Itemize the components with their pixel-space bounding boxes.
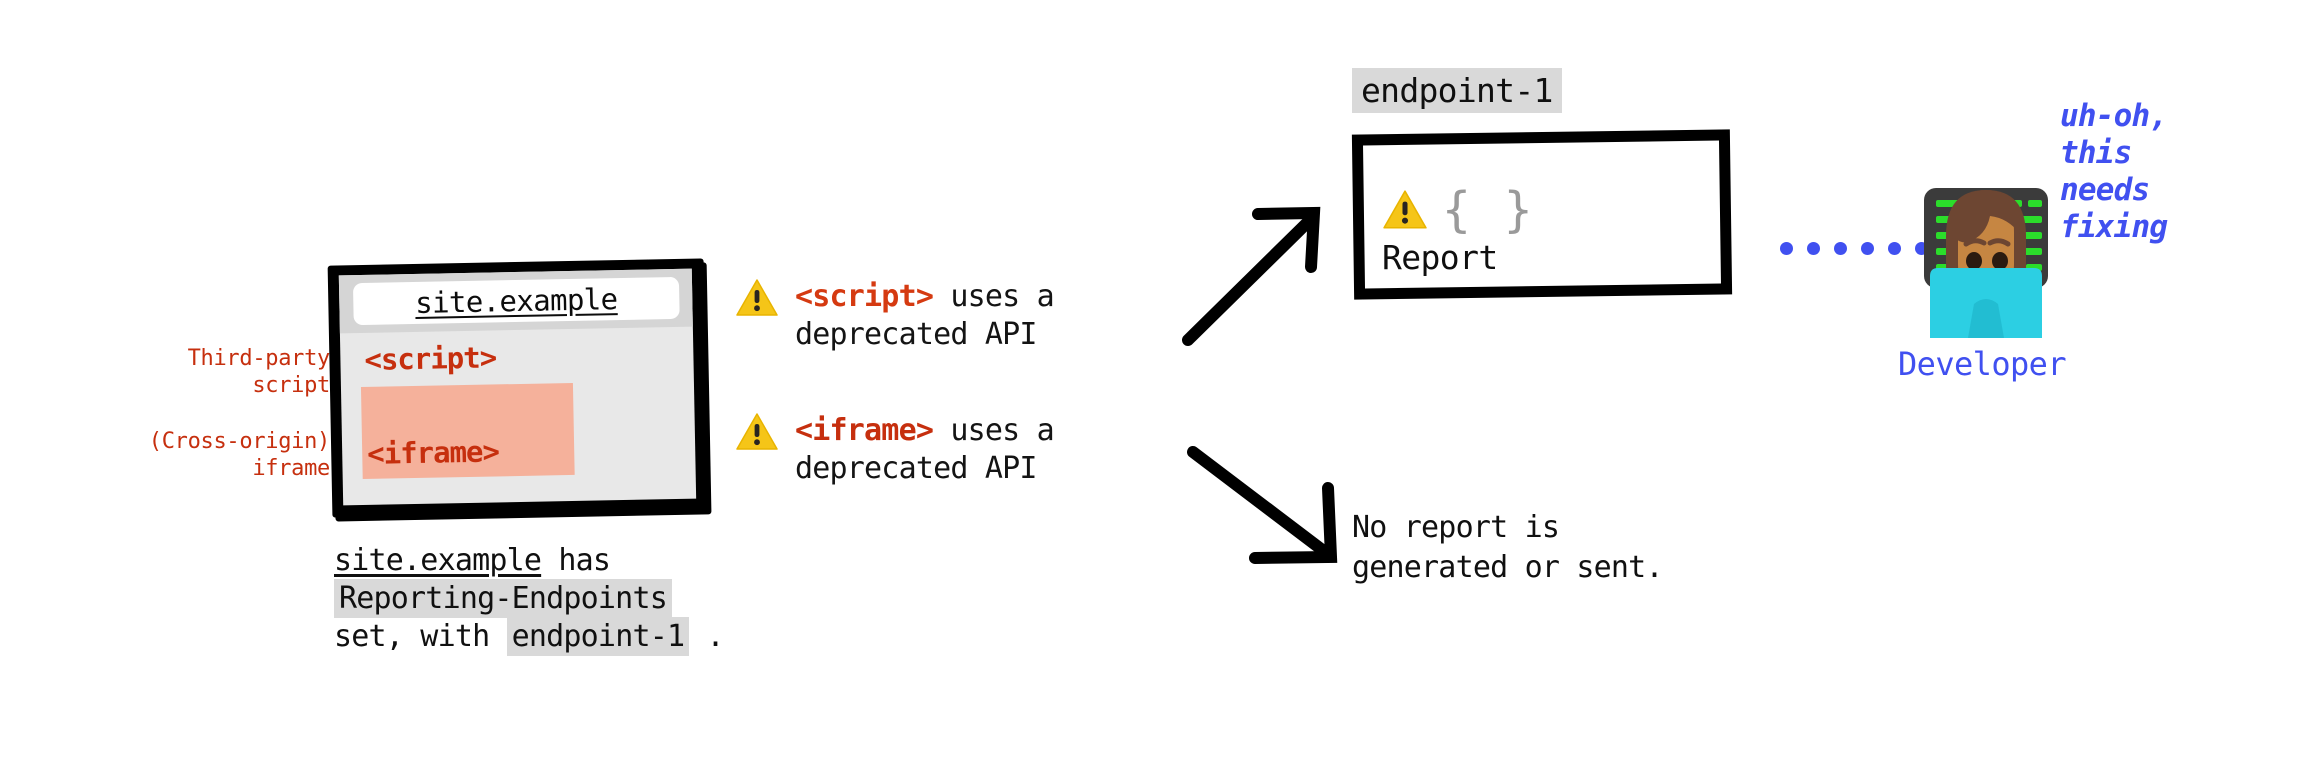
arrow-down-to-no-report	[1187, 446, 1338, 564]
json-braces-icon: { }	[1442, 182, 1535, 238]
iframe-highlight-block: <iframe>	[360, 382, 575, 479]
developer-speech: uh-oh, this needs fixing	[2060, 98, 2168, 245]
browser-chrome-bar: site.example	[338, 268, 693, 334]
code-line-iframe: <iframe>	[366, 434, 500, 471]
connector-dot	[1861, 242, 1874, 255]
connector-dot	[1888, 242, 1901, 255]
code-line-script: <script>	[364, 340, 497, 377]
caption-line-2: Reporting-Endpoints	[334, 579, 894, 618]
caption-endpoint-chip: endpoint-1	[506, 617, 690, 656]
browser-viewport: site.example <script> <iframe>	[338, 268, 697, 506]
caption-line-1: site.example has	[334, 542, 894, 580]
report-icon-row: { }	[1382, 182, 1642, 238]
warning-rest-script: uses a deprecated API	[795, 279, 1055, 352]
caption-header-chip: Reporting-Endpoints	[334, 579, 672, 618]
caption-site-origin: site.example	[334, 543, 542, 578]
connector-dot	[1807, 242, 1820, 255]
arrow-up-to-report	[1182, 206, 1321, 346]
report-label: Report	[1382, 238, 1498, 277]
warning-row-script: <script> uses a deprecated API	[735, 278, 1055, 354]
connector-dot	[1834, 242, 1847, 255]
woman-technologist-emoji	[1924, 188, 2048, 338]
warning-tag-iframe: <iframe>	[795, 413, 934, 448]
annotation-cross-origin-iframe: (Cross-origin) iframe	[148, 429, 331, 481]
developer-label: Developer	[1898, 345, 2067, 383]
endpoint-name-chip: endpoint-1	[1352, 68, 1562, 113]
caption-period: .	[689, 619, 725, 654]
report-box-content: { } Report	[1382, 182, 1642, 277]
warning-rest-iframe: uses a deprecated API	[795, 413, 1055, 486]
caption-has: has	[541, 543, 611, 578]
no-report-text: No report is generated or sent.	[1352, 510, 1664, 585]
warning-triangle-icon	[1382, 189, 1428, 231]
address-bar-url: site.example	[414, 282, 618, 320]
address-bar[interactable]: site.example	[352, 276, 680, 326]
warning-text-script: <script> uses a deprecated API	[795, 278, 1055, 354]
warning-triangle-icon	[735, 412, 779, 452]
warning-tag-script: <script>	[795, 279, 934, 314]
warning-text-iframe: <iframe> uses a deprecated API	[795, 412, 1055, 488]
annotation-third-party-script: Third-party script	[187, 346, 331, 398]
warning-row-iframe: <iframe> uses a deprecated API	[735, 412, 1055, 488]
browser-caption: site.example has Reporting-Endpoints set…	[334, 542, 894, 656]
warning-triangle-icon	[735, 278, 779, 318]
caption-line-3: set, with endpoint-1 .	[334, 617, 894, 656]
caption-set-with: set, with	[334, 619, 507, 654]
connector-dot	[1780, 242, 1793, 255]
browser-window: site.example <script> <iframe>	[327, 258, 709, 518]
